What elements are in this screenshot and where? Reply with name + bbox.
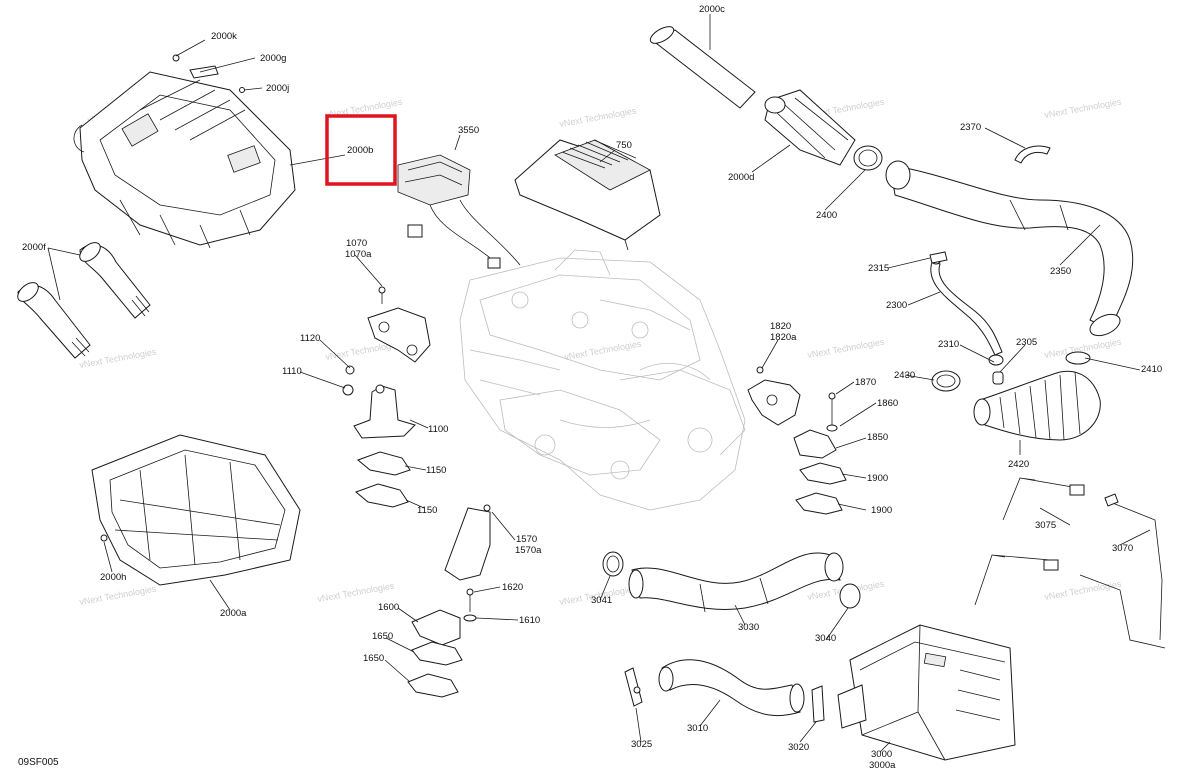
engine-block (459, 249, 746, 511)
engine-mount-1850 (793, 392, 838, 459)
label-2310: 2310 (938, 339, 959, 350)
label-3041: 3041 (591, 595, 612, 606)
label-1870: 1870 (855, 377, 876, 388)
label-3070: 3070 (1112, 543, 1133, 554)
clamp-2315 (929, 251, 948, 264)
label-2430: 2430 (894, 370, 915, 381)
engine-mount-1600 (411, 588, 477, 646)
clamp-2430 (931, 370, 961, 392)
label-750: 750 (616, 140, 632, 151)
engine-mount-1100 (342, 365, 416, 439)
label-1860: 1860 (877, 398, 898, 409)
watermark: vNext Technologies (1044, 97, 1123, 120)
label-1850: 1850 (867, 432, 888, 443)
label-1150-b: 1150 (417, 505, 437, 516)
label-1820: 1820 (770, 321, 791, 332)
label-1150-a: 1150 (426, 465, 446, 476)
label-3010: 3010 (687, 723, 708, 734)
duct-2000c (649, 26, 756, 109)
leader-lines (47, 14, 1151, 753)
label-1600: 1600 (378, 602, 399, 613)
watermark: vNext Technologies (79, 584, 158, 607)
band-2370 (1014, 145, 1051, 164)
label-1110: 1110 (282, 366, 302, 377)
label-2420: 2420 (1008, 459, 1029, 470)
label-1900-a: 1900 (867, 473, 888, 484)
label-1070: 1070 (346, 238, 367, 249)
strap-3070 (1079, 493, 1166, 649)
elbow-2420 (973, 351, 1101, 441)
label-2000g: 2000g (260, 53, 286, 64)
label-1820a: 1820a (770, 332, 797, 343)
hose-3010 (658, 659, 805, 717)
highlight-box (325, 114, 397, 186)
label-2300: 2300 (886, 300, 907, 311)
label-3025: 3025 (631, 739, 652, 750)
label-2000h: 2000h (100, 572, 126, 583)
watermark: vNext Technologies (317, 581, 396, 604)
lower-manifold-2000a (91, 434, 301, 586)
label-1620: 1620 (502, 582, 523, 593)
label-3000a: 3000a (869, 760, 896, 771)
label-2000c: 2000c (699, 4, 725, 15)
bracket-1820 (747, 366, 801, 426)
watermark: vNext Technologies (1044, 579, 1123, 602)
watermark: vNext Technologies (559, 106, 638, 129)
label-3030: 3030 (738, 622, 759, 633)
label-1070a: 1070a (345, 249, 372, 260)
clamp-3020 (811, 685, 825, 723)
watermark: vNext Technologies (564, 339, 643, 362)
part-labels: 2000k 2000g 2000j 2000b 3550 750 2000c 2… (22, 4, 1162, 771)
pipe-2350 (885, 160, 1134, 337)
label-2350: 2350 (1050, 266, 1071, 277)
label-3550: 3550 (458, 125, 479, 136)
label-1120: 1120 (300, 333, 320, 344)
intake-manifold-upper (73, 54, 296, 249)
label-2000a: 2000a (220, 608, 247, 619)
sensor-3025 (624, 667, 643, 707)
tube-2000f (17, 242, 151, 359)
duct-2000d (764, 89, 856, 166)
hose-2300 (930, 253, 1004, 385)
label-1100: 1100 (428, 424, 448, 435)
hose-3030 (628, 552, 844, 613)
label-1610: 1610 (519, 615, 540, 626)
label-1650-b: 1650 (363, 653, 384, 664)
label-3040: 3040 (815, 633, 836, 644)
label-2000d: 2000d (728, 172, 754, 183)
bracket-1070 (367, 286, 431, 363)
diagram-code: 09SF005 (18, 757, 59, 768)
label-2000k: 2000k (211, 31, 237, 42)
label-2400: 2400 (816, 210, 837, 221)
label-1570a: 1570a (515, 545, 542, 556)
label-2000f: 2000f (22, 242, 46, 253)
label-3000: 3000 (871, 749, 892, 760)
watermark: vNext Technologies (79, 347, 158, 370)
label-2000b: 2000b (347, 145, 373, 156)
shim-1650 (407, 641, 463, 698)
clamp-3040 (839, 583, 861, 609)
label-3020: 3020 (788, 742, 809, 753)
label-2370: 2370 (960, 122, 981, 133)
clamp-3041 (602, 551, 624, 577)
clamp-2400 (853, 145, 883, 171)
label-2410: 2410 (1141, 364, 1162, 375)
label-1570: 1570 (516, 534, 537, 545)
label-3075: 3075 (1035, 520, 1056, 531)
shim-1150 (355, 451, 411, 508)
label-2000j: 2000j (266, 83, 289, 94)
strap-3075 (974, 477, 1085, 606)
intercooler-3000 (837, 624, 1016, 761)
watermark: vNext Technologies (807, 337, 886, 360)
engine-cover-750 (514, 139, 661, 251)
label-1650-a: 1650 (372, 631, 393, 642)
bracket-1570 (444, 504, 491, 581)
shim-1900 (795, 462, 847, 515)
label-2315: 2315 (868, 263, 889, 274)
wiring-harness (397, 154, 521, 269)
label-1900-b: 1900 (871, 505, 892, 516)
label-2305: 2305 (1016, 337, 1037, 348)
